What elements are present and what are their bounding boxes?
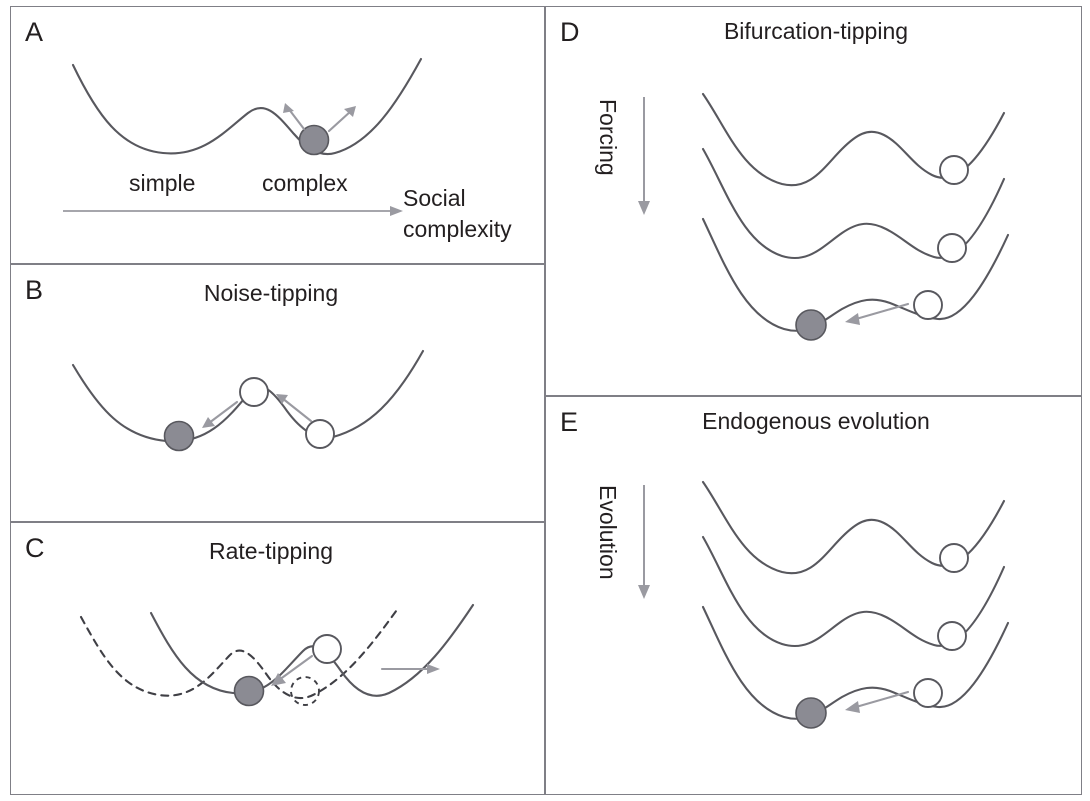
social-complexity-axis-a	[63, 206, 403, 216]
panel-b-title: Noise-tipping	[203, 280, 339, 306]
potential-curve-bottom-e	[701, 605, 1010, 720]
tipping-arrow-e	[845, 690, 910, 713]
panel-c-letter: C	[25, 533, 45, 563]
label-complex-a: complex	[262, 170, 348, 196]
panel-b-letter: B	[25, 275, 44, 305]
panel-d: D Bifurcation-tipping Forcing	[545, 6, 1082, 396]
potential-curve-shifted-c	[79, 605, 401, 700]
ball-bottom-left-well-e	[795, 697, 827, 729]
tipping-arrow-d	[845, 302, 910, 325]
ball-shifted-well-c	[290, 676, 320, 706]
perturbation-arrow-right-a	[327, 106, 356, 133]
panel-e-letter: E	[560, 407, 579, 437]
panel-d-letter: D	[560, 17, 580, 47]
ball-top-right-well-e	[939, 543, 969, 573]
ball-bottom-left-well-d	[795, 309, 827, 341]
perturbation-arrow-left-a	[283, 103, 306, 131]
panel-c: C Rate-tipping	[10, 522, 545, 795]
ball-top-right-well-d	[939, 155, 969, 185]
ball-left-well-c	[233, 675, 265, 707]
axis-label-line1-a: Social	[403, 185, 466, 211]
ball-right-well-b	[305, 419, 335, 449]
panel-a: A simple complex Social com	[10, 6, 545, 264]
panel-c-artwork	[79, 603, 475, 707]
potential-curve-a	[71, 57, 423, 155]
rate-arrow-down-left-c	[271, 654, 314, 686]
ball-middle-shelf-d	[937, 233, 967, 263]
panel-e: E Endogenous evolution Evolution	[545, 396, 1082, 795]
ball-barrier-top-b	[239, 377, 269, 407]
panel-b-artwork	[71, 349, 425, 452]
panel-d-artwork	[638, 92, 1010, 341]
potential-curve-bottom-d	[701, 217, 1010, 332]
panel-e-artwork	[638, 480, 1010, 729]
panel-d-title: Bifurcation-tipping	[723, 18, 909, 44]
panel-a-letter: A	[25, 17, 44, 47]
panel-a-artwork	[63, 57, 423, 216]
ball-middle-shelf-e	[937, 621, 967, 651]
ball-bottom-shelf-e	[913, 678, 943, 708]
forcing-arrow-d	[638, 97, 650, 215]
ball-barrier-top-c	[312, 634, 342, 664]
potential-curve-c	[149, 603, 475, 697]
shift-arrow-right-c	[380, 664, 440, 674]
panel-b: B Noise-tipping	[10, 264, 545, 522]
ball-left-well-b	[163, 420, 195, 452]
panel-c-title: Rate-tipping	[208, 538, 334, 564]
evolution-arrow-e	[638, 485, 650, 599]
label-simple-a: simple	[129, 170, 196, 196]
noise-arrow-down-b	[202, 400, 239, 428]
ball-complex-a	[298, 124, 330, 156]
panel-e-title: Endogenous evolution	[702, 408, 930, 434]
axis-label-line2-a: complexity	[403, 216, 512, 242]
ball-bottom-shelf-d	[913, 290, 943, 320]
noise-arrow-up-b	[276, 394, 313, 423]
